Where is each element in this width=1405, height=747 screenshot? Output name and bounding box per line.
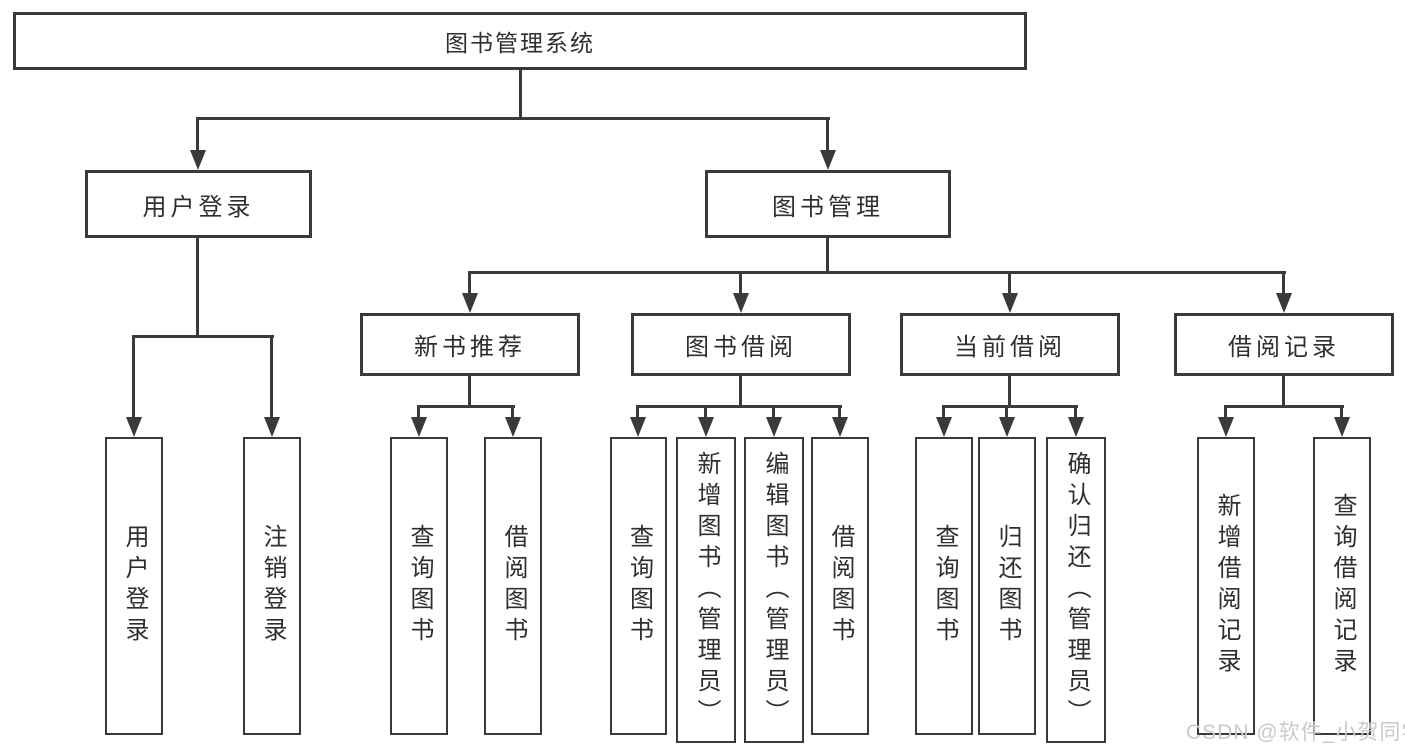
- node-confirm-return-admin: 确认归还（管理员）: [1046, 437, 1106, 743]
- connector-arrowhead-down: [126, 417, 142, 437]
- node-logout-action: 注销登录: [243, 437, 301, 735]
- connector-hline: [132, 335, 274, 338]
- connector-hline: [636, 405, 842, 408]
- connector-arrowhead-down: [411, 417, 427, 437]
- node-library-management-system: 图书管理系统: [13, 12, 1027, 70]
- node-user-login: 用户登录: [85, 170, 312, 238]
- connector-vline: [1340, 405, 1343, 419]
- connector-vline: [1005, 405, 1008, 419]
- connector-vline: [772, 405, 775, 419]
- connector-arrowhead-down: [264, 417, 280, 437]
- connector-vline: [196, 236, 199, 336]
- node-new-book-recommendation: 新书推荐: [360, 313, 580, 376]
- connector-vline: [636, 405, 639, 419]
- connector-arrowhead-down: [733, 293, 749, 313]
- connector-vline: [838, 405, 841, 419]
- connector-arrowhead-down: [630, 417, 646, 437]
- connector-vline: [942, 405, 945, 419]
- connector-vline: [519, 70, 522, 118]
- node-add-borrow-record: 新增借阅记录: [1197, 437, 1255, 735]
- connector-vline: [417, 405, 420, 419]
- connector-arrowhead-down: [505, 417, 521, 437]
- connector-vline: [1008, 272, 1011, 295]
- connector-arrowhead-down: [832, 417, 848, 437]
- node-borrow-books-borrowing: 借阅图书: [811, 437, 869, 735]
- node-borrow-books-recommend: 借阅图书: [484, 437, 542, 735]
- node-return-books: 归还图书: [978, 437, 1036, 735]
- connector-vline: [704, 405, 707, 419]
- connector-arrowhead-down: [999, 417, 1015, 437]
- connector-arrowhead-down: [766, 417, 782, 437]
- node-current-borrowing: 当前借阅: [900, 313, 1120, 376]
- connector-vline: [739, 374, 742, 407]
- connector-vline: [739, 272, 742, 295]
- connector-vline: [468, 374, 471, 407]
- connector-vline: [196, 117, 199, 153]
- connector-vline: [1224, 405, 1227, 419]
- connector-arrowhead-down: [462, 293, 478, 313]
- node-book-borrowing: 图书借阅: [631, 313, 851, 376]
- connector-arrowhead-down: [1276, 293, 1292, 313]
- connector-hline: [196, 117, 830, 120]
- connector-vline: [1282, 272, 1285, 295]
- connector-hline: [468, 271, 1286, 274]
- connector-vline: [270, 335, 273, 419]
- node-add-books-admin: 新增图书（管理员）: [676, 437, 736, 743]
- connector-vline: [468, 272, 471, 295]
- connector-vline: [1282, 374, 1285, 407]
- connector-vline: [1074, 405, 1077, 419]
- connector-hline: [1224, 405, 1344, 408]
- connector-arrowhead-down: [1068, 417, 1084, 437]
- node-query-books-current: 查询图书: [915, 437, 973, 735]
- connector-hline: [942, 405, 1078, 408]
- connector-vline: [511, 405, 514, 419]
- node-borrowing-records: 借阅记录: [1174, 313, 1394, 376]
- connector-arrowhead-down: [190, 150, 206, 170]
- node-edit-books-admin: 编辑图书（管理员）: [744, 437, 804, 743]
- connector-hline: [417, 405, 515, 408]
- connector-vline: [826, 117, 829, 153]
- node-book-management: 图书管理: [705, 170, 951, 238]
- connector-arrowhead-down: [936, 417, 952, 437]
- connector-arrowhead-down: [1218, 417, 1234, 437]
- node-query-books-borrowing: 查询图书: [610, 437, 667, 735]
- connector-vline: [826, 236, 829, 274]
- connector-vline: [132, 335, 135, 419]
- connector-arrowhead-down: [820, 150, 836, 170]
- connector-vline: [1008, 374, 1011, 407]
- csdn-watermark: CSDN @软件_小贺同学: [1186, 721, 1405, 744]
- node-query-books-recommend: 查询图书: [390, 437, 448, 735]
- node-query-borrow-record: 查询借阅记录: [1313, 437, 1371, 735]
- connector-arrowhead-down: [1334, 417, 1350, 437]
- connector-arrowhead-down: [1002, 293, 1018, 313]
- connector-arrowhead-down: [698, 417, 714, 437]
- node-user-login-action: 用户登录: [105, 437, 163, 735]
